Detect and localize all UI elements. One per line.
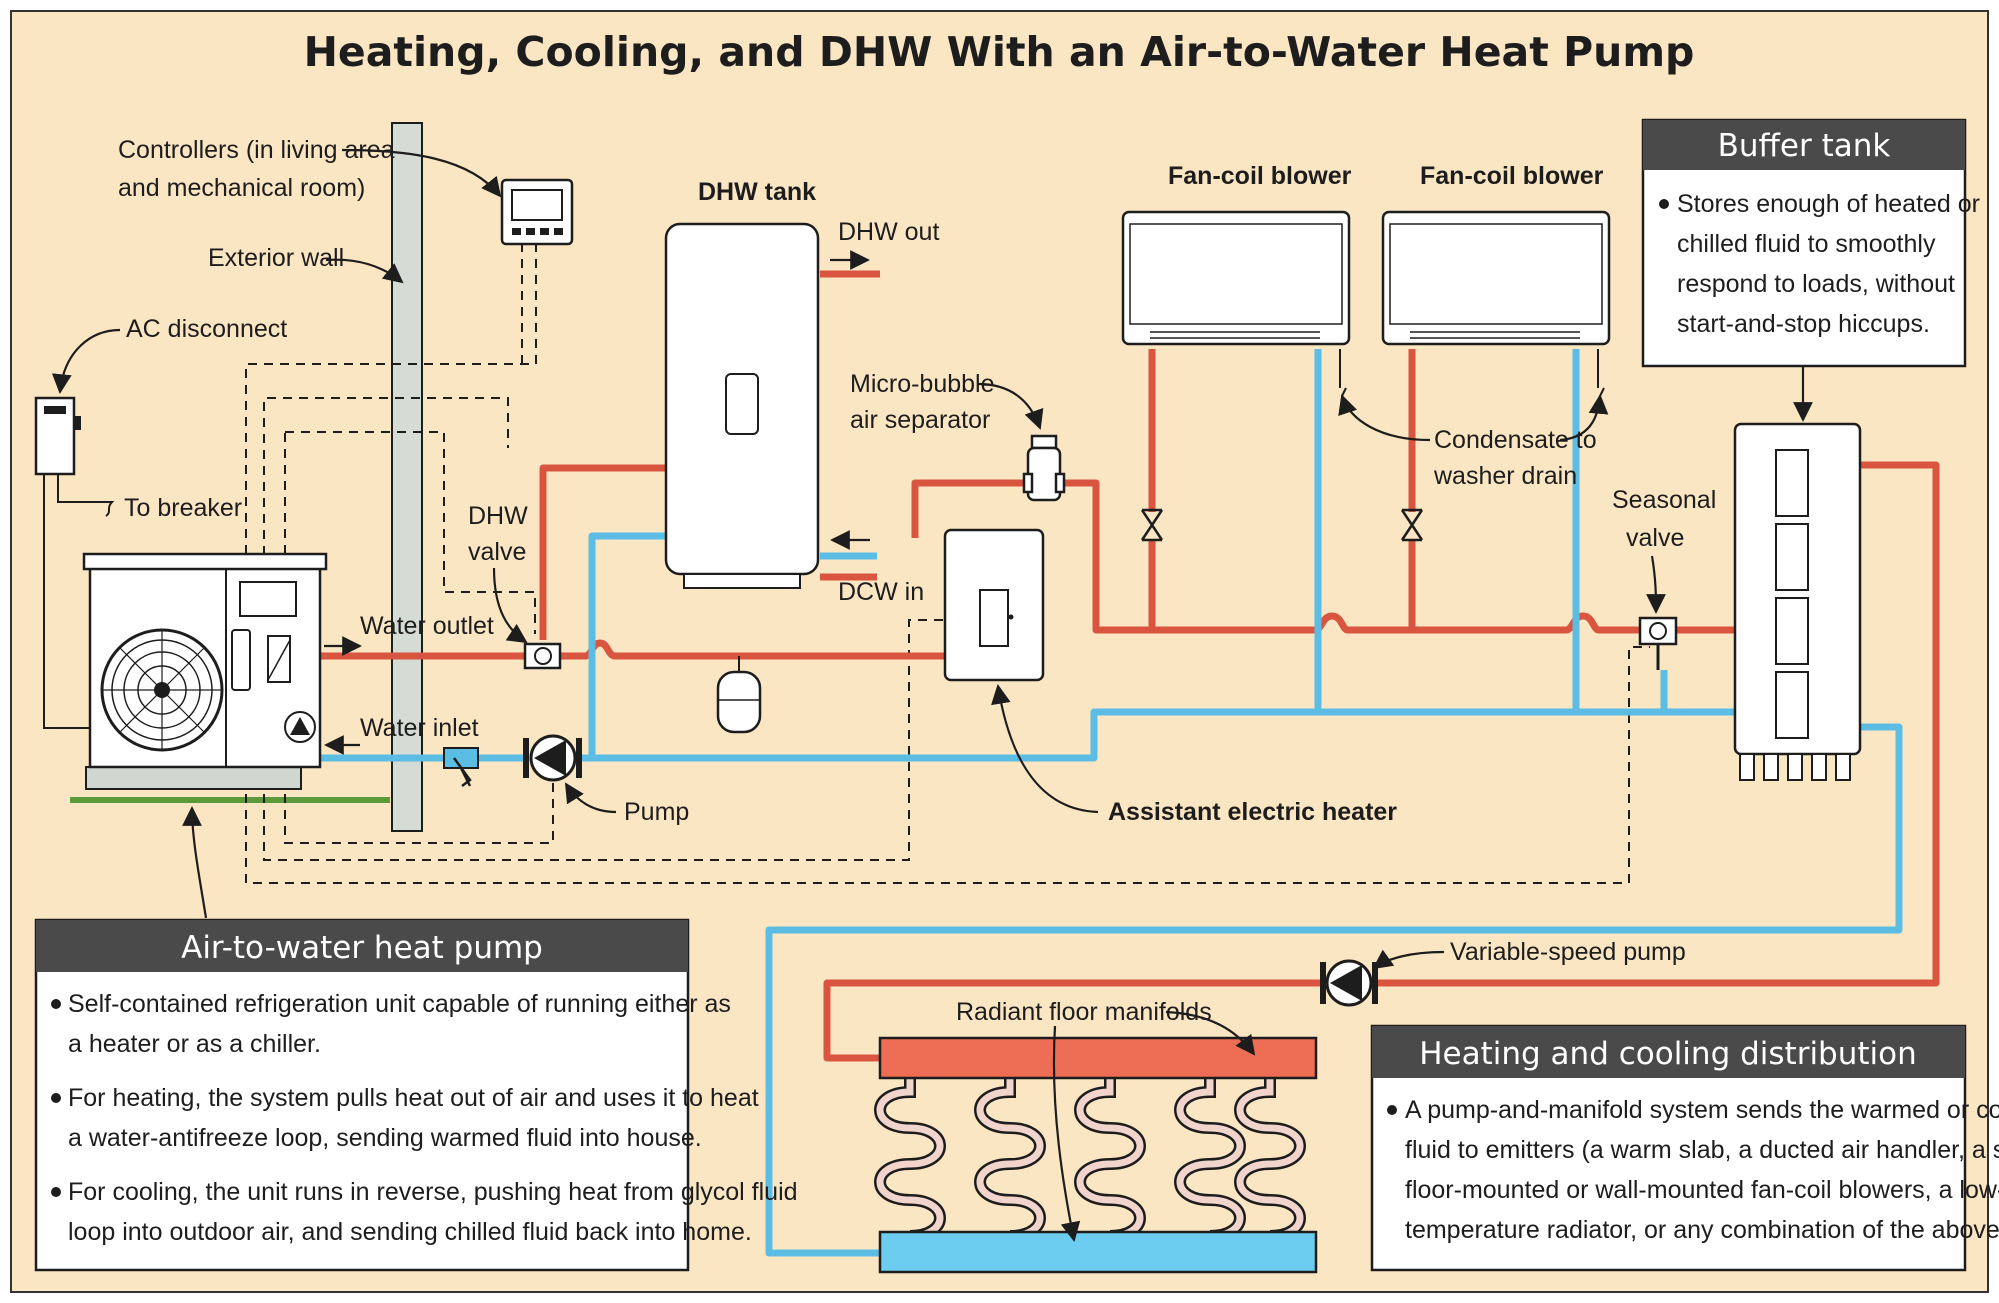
- distribution-line-2: fluid to emitters (a warm slab, a ducted…: [1405, 1136, 1999, 1164]
- ac-disconnect-arrow: [51, 328, 121, 394]
- variable-speed-pump: [1320, 959, 1378, 1007]
- dhw-valve-arrow: [492, 567, 528, 644]
- water-inlet-label: Water inlet: [360, 714, 479, 742]
- y-strainer: [443, 747, 479, 787]
- assistant-heater-arrow: [991, 684, 1099, 814]
- cold-return-piping: [289, 349, 1903, 1257]
- seasonal-valve-label-line2: valve: [1626, 524, 1684, 552]
- ac-disconnect: [34, 396, 115, 729]
- expansion-tank: [716, 656, 762, 734]
- distribution-box-title: Heating and cooling distribution: [1419, 1036, 1917, 1072]
- heat-pump-bullet-3-line-1: For cooling, the unit runs in reverse, p…: [68, 1178, 798, 1206]
- buffer-tank: [1733, 422, 1862, 781]
- hot-manifold: [878, 1036, 1318, 1080]
- seasonal-valve-label-line1: Seasonal: [1612, 486, 1716, 514]
- exterior-wall-label: Exterior wall: [208, 244, 344, 272]
- distribution-line-3: floor-mounted or wall-mounted fan-coil b…: [1405, 1176, 1999, 1204]
- pump-label: Pump: [624, 798, 689, 826]
- micro-bubble-label-line2: air separator: [850, 406, 990, 434]
- variable-speed-pump-arrow: [1372, 949, 1445, 970]
- dhw-out-label: DHW out: [838, 218, 939, 246]
- fan-coil-1-label: Fan-coil blower: [1168, 162, 1352, 190]
- dcw-in-label: DCW in: [838, 578, 924, 606]
- radiant-manifolds-arrow-1: [1165, 1010, 1256, 1056]
- exterior-wall-arrow: [325, 258, 404, 284]
- page-title: Heating, Cooling, and DHW With an Air-to…: [304, 28, 1695, 76]
- to-breaker-label: To breaker: [124, 494, 242, 522]
- controller-thermostat: [500, 178, 574, 246]
- fan-coil-blower-2: [1381, 210, 1611, 542]
- fan-coil-blower-1: [1121, 210, 1351, 542]
- heat-pump-box: Air-to-water heat pump Self-contained re…: [34, 918, 798, 1272]
- micro-bubble-label-line1: Micro-bubble: [850, 370, 995, 398]
- dhw-valve: [523, 642, 562, 670]
- seasonal-valve-arrow: [1646, 555, 1666, 614]
- radiant-manifolds-arrow-2: [1052, 1025, 1081, 1242]
- radiant-loops: [874, 1076, 1306, 1242]
- dhw-valve-label-line2: valve: [468, 538, 526, 566]
- dhw-tank: [664, 222, 880, 589]
- heat-pump-box-title: Air-to-water heat pump: [181, 930, 543, 966]
- buffer-tank-line-1: Stores enough of heated or: [1677, 190, 1980, 218]
- micro-bubble-air-separator: [1022, 434, 1066, 502]
- distribution-box: Heating and cooling distribution A pump-…: [1370, 1024, 1999, 1272]
- distribution-line-1: A pump-and-manifold system sends the war…: [1405, 1096, 1999, 1124]
- buffer-tank-line-2: chilled fluid to smoothly: [1677, 230, 1936, 258]
- controllers-arrow: [341, 148, 502, 198]
- buffer-tank-title: Buffer tank: [1718, 128, 1891, 164]
- heat-pump-bullet-2-line-1: For heating, the system pulls heat out o…: [68, 1084, 759, 1112]
- heat-pump-bullet-1-line-1: Self-contained refrigeration unit capabl…: [68, 990, 731, 1018]
- heat-pump-arrow: [182, 806, 208, 919]
- ac-disconnect-label: AC disconnect: [126, 315, 287, 343]
- heat-pump-bullet-2-line-2: a water-antifreeze loop, sending warmed …: [68, 1124, 702, 1152]
- controllers-label-line2: and mechanical room): [118, 174, 365, 202]
- fan-coil-2-label: Fan-coil blower: [1420, 162, 1604, 190]
- heat-pump-unit: [82, 552, 328, 790]
- seasonal-valve: [1638, 616, 1678, 670]
- heat-pump-bullet-3-line-2: loop into outdoor air, and sending chill…: [68, 1218, 752, 1246]
- assistant-electric-heater: [943, 528, 1045, 682]
- circulator-pump: [523, 734, 582, 782]
- control-wiring: [245, 243, 1650, 884]
- condensate-arrow-2: [1559, 394, 1609, 442]
- water-outlet-label: Water outlet: [360, 612, 494, 640]
- assistant-heater-label: Assistant electric heater: [1108, 798, 1397, 826]
- distribution-line-4: temperature radiator, or any combination…: [1405, 1216, 1999, 1244]
- condensate-arrow-1: [1338, 394, 1431, 442]
- exterior-wall: [391, 122, 423, 832]
- condensate-label-line2: washer drain: [1433, 462, 1577, 490]
- condensate-label-line1: Condensate to: [1434, 426, 1597, 454]
- buffer-tank-box: Buffer tank Stores enough of heated or c…: [1641, 118, 1980, 368]
- micro-bubble-arrow: [977, 382, 1044, 430]
- heat-pump-bullet-1-line-2: a heater or as a chiller.: [68, 1030, 321, 1058]
- dhw-tank-label: DHW tank: [698, 178, 816, 206]
- hot-supply-piping: [293, 349, 1940, 1062]
- buffer-tank-line-4: start-and-stop hiccups.: [1677, 310, 1930, 338]
- dhw-valve-label-line1: DHW: [468, 502, 528, 530]
- pump-arrow: [564, 782, 617, 814]
- cold-manifold: [878, 1230, 1318, 1274]
- variable-speed-pump-label: Variable-speed pump: [1450, 938, 1686, 966]
- buffer-tank-line-3: respond to loads, without: [1677, 270, 1955, 298]
